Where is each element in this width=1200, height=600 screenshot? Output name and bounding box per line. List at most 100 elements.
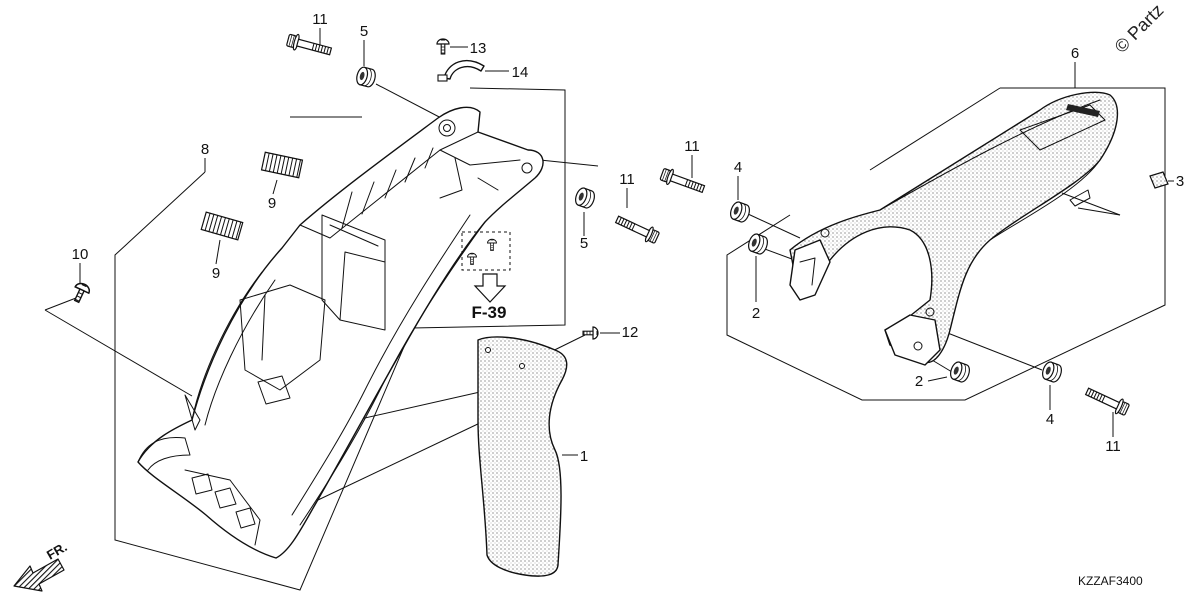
alignment-line: [539, 159, 599, 167]
fender-license-bracket: [184, 469, 261, 546]
cover-right-bracket: [884, 314, 941, 366]
alignment-line: [1077, 207, 1121, 216]
alignment-line: [317, 421, 483, 501]
leader-line: [927, 376, 948, 382]
section-screw: [467, 252, 477, 265]
bolt-part-11-right-bottom: [1083, 383, 1131, 418]
fender-label-square: [257, 375, 291, 405]
alignment-line: [44, 297, 77, 311]
pad-outline: [200, 211, 244, 241]
callout-11-middle-bolt: 11: [619, 171, 635, 188]
alignment-line: [375, 83, 446, 121]
cover-lower-edge: [989, 159, 1101, 241]
rear-fender-cover-outline: [789, 91, 1119, 364]
front-direction-indicator: FR.: [13, 539, 70, 592]
alignment-line: [1061, 192, 1121, 216]
section-dashed-box: [461, 231, 511, 271]
leader-line: [215, 239, 221, 265]
callout-11-right-bottom-bolt: 11: [1105, 438, 1121, 455]
cover-left-bracket-detail: [799, 257, 816, 286]
mudguard-flap-outline: [477, 336, 568, 577]
section-reference-box: F-39: [461, 231, 511, 322]
grommet-part-5-top: [354, 65, 378, 89]
mudguard-flap-hole: [519, 363, 525, 369]
callout-11-top-bolt: 11: [312, 11, 328, 28]
rear-fender-outline: [137, 106, 544, 559]
grommet-part-2-left: [745, 231, 771, 257]
fender-mount-hole: [438, 119, 456, 137]
callout-14-clip-band: 14: [512, 64, 529, 81]
leader-line: [272, 179, 278, 195]
left-assembly-boundary: [114, 87, 566, 591]
fender-right-chunk: [439, 149, 521, 199]
callout-3-cushion: 3: [1176, 173, 1184, 190]
callout-9-upper-pad: 9: [268, 195, 276, 212]
watermark-text: © Partz: [1111, 0, 1168, 57]
callout-2-left-grommet: 2: [752, 305, 760, 322]
callout-5-top-grommet: 5: [360, 23, 368, 40]
callout-labels: 11 5 13 14 8 9 9 10 11 5 12 1 6 11 4 3 2…: [72, 11, 1185, 465]
pad-hatch: [264, 152, 301, 178]
callout-11-right-top-bolt: 11: [684, 138, 700, 155]
fender-top-edge: [299, 131, 479, 239]
front-arrow-icon: [13, 558, 65, 592]
grommet-part-4-top: [727, 199, 753, 225]
pad-hatch: [204, 212, 242, 240]
pad-outline: [260, 151, 304, 179]
grommet-part-2-bottom: [947, 359, 973, 385]
callout-5-middle-grommet: 5: [580, 235, 588, 252]
fender-ribs: [341, 147, 434, 229]
screw-part-12: [582, 326, 599, 340]
grommet-part-4-bottom: [1039, 359, 1065, 385]
section-arrow-icon: [473, 273, 507, 303]
flange-bolt-part-10: [69, 280, 93, 306]
pad-part-9-lower: [200, 211, 244, 241]
front-direction-label: FR.: [44, 539, 70, 562]
bolt-part-11-right-top: [658, 165, 707, 198]
right-assembly-boundary: [726, 87, 1166, 401]
bolt-part-11-middle: [613, 211, 661, 246]
cover-left-bracket: [789, 239, 831, 301]
fender-mount-hole: [443, 124, 451, 132]
callout-10-flange-bolt: 10: [72, 246, 89, 263]
grommet-part-5-middle: [572, 185, 598, 211]
right-assembly-boundary-top: [869, 87, 1001, 171]
callout-4-bottom-grommet: 4: [1046, 411, 1054, 428]
fender-rear-lip: [137, 436, 191, 471]
callout-1-mudguard-flap: 1: [580, 448, 588, 465]
diagram-code: KZZAF3400: [1078, 574, 1143, 588]
alignment-line: [747, 213, 801, 239]
clip-band-end: [437, 74, 448, 82]
cover-top-panel: [1019, 104, 1106, 151]
section-screw: [487, 238, 497, 251]
mudguard-flap-part-1: [477, 336, 568, 577]
alignment-line: [939, 329, 1043, 371]
callout-6-rear-fender-cover: 6: [1071, 45, 1079, 62]
callout-9-lower-pad: 9: [212, 265, 220, 282]
bolt-part-11-top: [285, 31, 334, 60]
fender-rail-right: [291, 214, 486, 526]
section-reference-label: F-39: [472, 303, 507, 322]
callout-12-screw: 12: [622, 324, 639, 341]
cover-dark-stripe: [1066, 104, 1100, 117]
cover-mount-hole: [820, 228, 830, 238]
alignment-line: [44, 309, 193, 397]
callout-2-bottom-grommet: 2: [915, 373, 923, 390]
assembly-outline-lines: [114, 87, 1166, 591]
mudguard-flap-hole: [485, 347, 491, 353]
callout-8-rear-fender: 8: [201, 141, 209, 158]
cover-tab: [1069, 189, 1091, 207]
fender-reflector-mount: [184, 394, 201, 431]
cover-mount-hole: [913, 341, 923, 351]
fender-mount-hole: [521, 162, 533, 174]
screw-part-13: [436, 38, 450, 55]
clip-band-outline: [443, 60, 485, 80]
pad-part-9-upper: [260, 151, 304, 179]
callout-13-screw: 13: [470, 40, 487, 57]
rear-fender-part-8: [137, 106, 544, 559]
fender-rail-left: [191, 271, 276, 426]
alignment-line: [931, 359, 953, 373]
rear-fender-cover-part-6: [789, 91, 1119, 366]
fender-storage-box: [321, 214, 386, 331]
